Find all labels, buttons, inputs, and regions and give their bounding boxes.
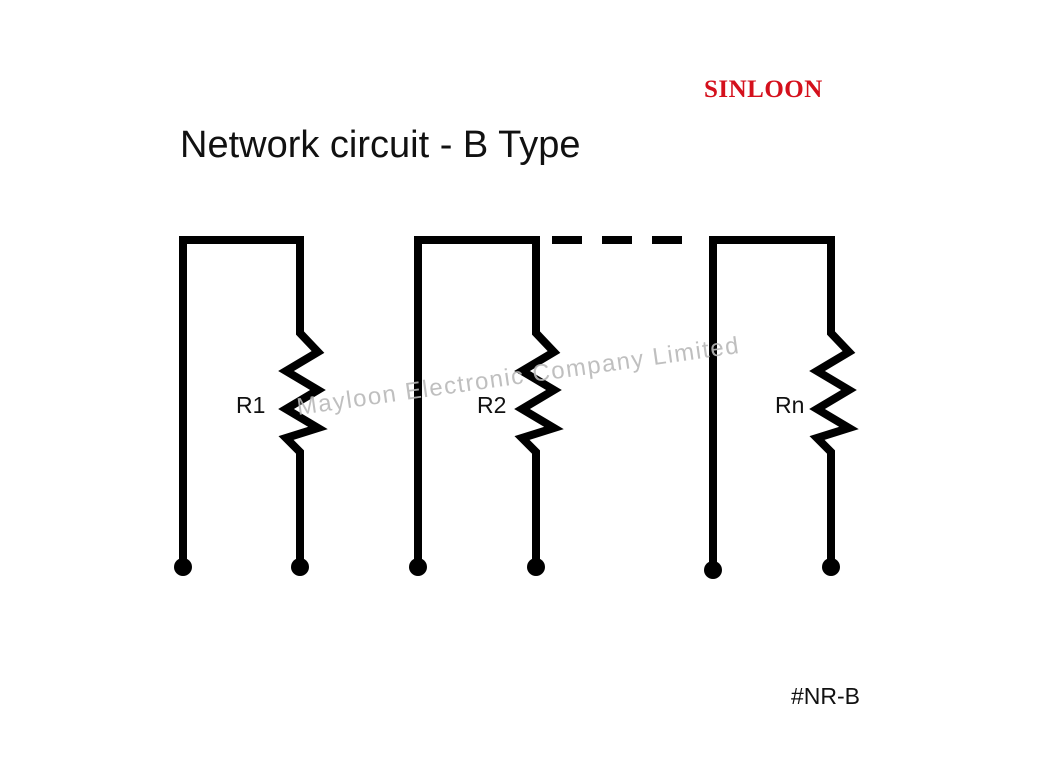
resistor-label-r2: R2 [477,392,506,418]
circuit-r2-wire [414,236,564,567]
brand-logo: SINLOON [704,76,823,103]
circuit-r1 [174,236,328,576]
circuit-r2 [409,236,564,576]
circuit-r1-pin-right [291,558,309,576]
circuit-r1-pin-left [174,558,192,576]
circuit-r1-wire [179,236,328,567]
circuit-r2-pin-left [409,558,427,576]
circuit-r2-pin-right [527,558,545,576]
resistor-label-r1: R1 [236,392,265,418]
part-code: #NR-B [791,683,860,709]
circuit-rn-pin-left [704,561,722,579]
circuit-rn-pin-right [822,558,840,576]
diagram-title: Network circuit - B Type [180,124,581,166]
circuit-rn-wire [709,236,859,570]
resistor-label-rn: Rn [775,392,804,418]
circuit-rn [704,236,859,579]
